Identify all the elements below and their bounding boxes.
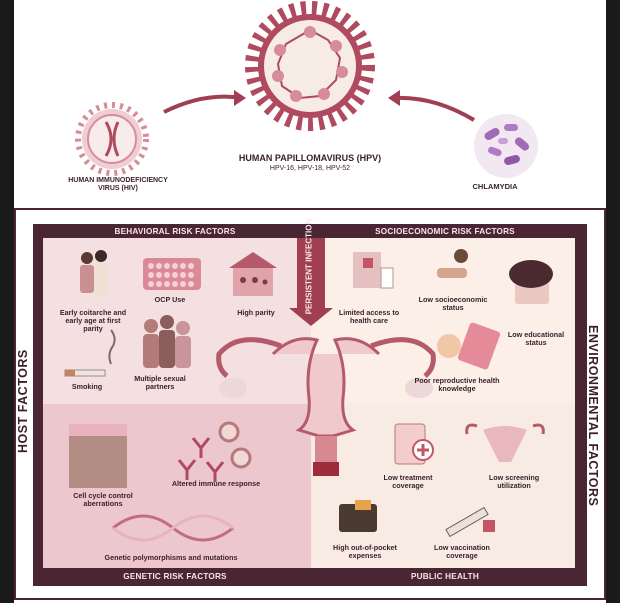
dna-icon — [112, 514, 234, 542]
wallet-icon — [339, 500, 377, 532]
socio-item-1: Limited access to health care — [338, 308, 400, 325]
infection-label: PERSISTENT INFECTION — [304, 218, 314, 315]
behavioral-item-3: High parity — [237, 308, 275, 317]
socio-item-2: Low socioeconomic status — [418, 295, 488, 312]
behavioral-item-2: OCP Use — [154, 295, 186, 304]
behavioral-title: BEHAVIORAL RISK FACTORS — [114, 227, 236, 236]
public-item-2: Low screening utilization — [488, 473, 540, 490]
multiple-partners-icon — [143, 315, 191, 368]
public-item-4: Low vaccination coverage — [434, 543, 490, 560]
uterus-icon — [216, 337, 436, 476]
factor-illustrations — [64, 238, 553, 542]
genetic-title: GENETIC RISK FACTORS — [123, 572, 227, 581]
screening-uterus-icon — [465, 423, 545, 462]
persistent-infection-arrow — [289, 238, 333, 326]
socio-item-4: Poor reproductive health knowledge — [414, 376, 500, 393]
public-health-quadrant — [311, 404, 575, 568]
public-item-1: Low treatment coverage — [383, 473, 433, 490]
syringe-icon — [445, 506, 495, 538]
chlamydia-icon — [474, 114, 538, 178]
reproductive-knowledge-icon — [437, 322, 501, 370]
hiv-virus-icon — [75, 102, 149, 176]
genetic-item-2: Altered immune response — [171, 479, 261, 488]
right-window-edge — [606, 0, 620, 603]
public-health-title: PUBLIC HEALTH — [411, 572, 479, 581]
health-care-icon — [353, 252, 394, 289]
hpv-virus-icon — [245, 1, 375, 131]
coins-hand-icon — [437, 249, 468, 278]
left-window-edge — [0, 0, 14, 603]
hiv-label: HUMAN IMMUNODEFICIENCY VIRUS (HIV) — [68, 177, 168, 192]
chlamydia-arrow — [393, 95, 476, 122]
couple-icon — [80, 250, 108, 297]
socioeconomic-title: SOCIOECONOMIC RISK FACTORS — [375, 227, 515, 236]
graduation-cap-icon — [509, 260, 553, 304]
ocp-pills-icon — [143, 258, 201, 290]
behavioral-item-1: Early coitarche and early age at first p… — [59, 308, 127, 333]
family-house-icon — [229, 252, 277, 296]
host-factors-label: HOST FACTORS — [16, 349, 30, 453]
behavioral-item-4: Smoking — [71, 382, 103, 391]
chlamydia-label: CHLAMYDIA — [472, 182, 518, 191]
hiv-arrow — [163, 94, 243, 114]
clipboard-icon — [394, 423, 434, 465]
top-illustration — [75, 1, 538, 178]
cigarette-icon — [64, 329, 116, 377]
public-item-3: High out-of-pocket expenses — [333, 543, 397, 560]
environmental-factors-label: ENVIRONMENTAL FACTORS — [586, 325, 600, 507]
hpv-title: HUMAN PAPILLOMAVIRUS (HPV) — [238, 153, 382, 163]
genetic-item-1: Cell cycle control aberrations — [73, 491, 133, 508]
behavioral-item-5: Multiple sexual partners — [134, 374, 186, 391]
genetic-item-3: Genetic polymorphisms and mutations — [104, 553, 238, 562]
antibodies-icon — [177, 421, 252, 482]
cell-layers-icon — [69, 424, 127, 488]
hpv-subtitle: HPV-16, HPV-18, HPV-52 — [269, 165, 351, 172]
socio-item-3: Low educational status — [507, 330, 565, 347]
